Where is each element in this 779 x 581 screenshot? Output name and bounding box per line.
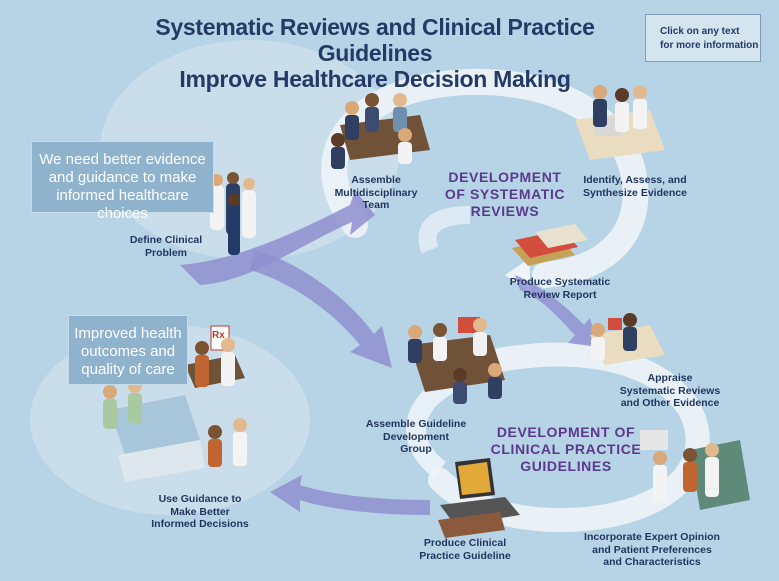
step-produce-cpg-line-2: Practice Guideline bbox=[419, 549, 511, 562]
step-incorporate-line-2: and Patient Preferences bbox=[592, 543, 712, 556]
guideline-laptop-figure bbox=[438, 458, 520, 538]
purple-flow-back bbox=[270, 475, 430, 515]
team-meeting-figure bbox=[331, 93, 430, 169]
phase-systematic-reviews[interactable]: DEVELOPMENT OF SYSTEMATIC REVIEWS bbox=[440, 169, 570, 220]
step-report-line-1: Produce Systematic bbox=[509, 276, 611, 288]
title-line-2: Improve Healthcare Decision Making bbox=[179, 66, 571, 92]
hospital-bed-figure bbox=[103, 379, 205, 482]
step-produce-sr-report[interactable]: Produce Systematic Review Report bbox=[494, 276, 626, 301]
need-quote-line-2: and guidance to make bbox=[48, 169, 197, 186]
step-use-line-2: Make Better bbox=[170, 505, 230, 518]
evidence-desk-figure bbox=[575, 85, 665, 160]
step-define-line-1: Define Clinical bbox=[129, 234, 203, 246]
step-assemble-guideline-group[interactable]: Assemble Guideline Development Group bbox=[360, 418, 472, 456]
step-appraise-line-2: Systematic Reviews bbox=[619, 384, 721, 397]
phase-sr-line-3: REVIEWS bbox=[470, 203, 540, 219]
rx-symbol: Rx bbox=[212, 330, 225, 341]
purple-flow-right bbox=[515, 275, 598, 347]
step-produce-cpg-line-1: Produce Clinical bbox=[423, 537, 507, 549]
page-title: Systematic Reviews and Clinical Practice… bbox=[110, 14, 640, 92]
phase-sr-line-2: OF SYSTEMATIC bbox=[444, 186, 566, 202]
guideline-group-figure bbox=[408, 317, 505, 404]
step-appraise-evidence[interactable]: Appraise Systematic Reviews and Other Ev… bbox=[610, 372, 730, 410]
appraise-desk-figure bbox=[590, 313, 665, 365]
step-report-line-2: Review Report bbox=[523, 288, 597, 301]
step-group-line-3: Group bbox=[400, 443, 432, 455]
purple-flow-arrow bbox=[180, 190, 375, 285]
step-incorporate-line-3: and Characteristics bbox=[603, 556, 701, 568]
need-quote-line-1: We need better evidence bbox=[39, 151, 206, 168]
outcome-quote-line-1: Improved health bbox=[74, 325, 182, 342]
purple-flow-down bbox=[250, 250, 392, 368]
step-appraise-line-1: Appraise bbox=[647, 372, 693, 384]
phase-cpg-line-3: GUIDELINES bbox=[520, 458, 612, 474]
step-use-line-1: Use Guidance to bbox=[158, 493, 242, 505]
outcome-quote-line-3: quality of care bbox=[81, 361, 175, 378]
phase-cpg-line-1: DEVELOPMENT OF bbox=[496, 424, 636, 440]
step-appraise-line-3: and Other Evidence bbox=[620, 397, 720, 409]
step-incorporate-expert-opinion[interactable]: Incorporate Expert Opinion and Patient P… bbox=[572, 531, 732, 569]
step-identify-line-1: Identify, Assess, and bbox=[583, 174, 687, 186]
need-quote-box: We need better evidence and guidance to … bbox=[31, 141, 214, 222]
step-group-line-2: Development bbox=[383, 430, 449, 443]
step-incorporate-line-1: Incorporate Expert Opinion bbox=[584, 531, 720, 543]
step-identify-evidence[interactable]: Identify, Assess, and Synthesize Evidenc… bbox=[570, 174, 700, 199]
phase-cpg-line-2: CLINICAL PRACTICE bbox=[490, 441, 642, 457]
step-identify-line-2: Synthesize Evidence bbox=[583, 186, 687, 199]
step-use-guidance[interactable]: Use Guidance to Make Better Informed Dec… bbox=[140, 493, 260, 531]
info-note: Click on any text for more information bbox=[645, 14, 761, 62]
report-books-figure bbox=[512, 224, 588, 266]
step-define-line-2: Problem bbox=[144, 246, 187, 259]
exam-room-figure bbox=[640, 430, 750, 510]
step-use-line-3: Informed Decisions bbox=[151, 518, 249, 530]
step-team-line-1: Assemble bbox=[351, 174, 401, 186]
step-define-clinical-problem[interactable]: Define Clinical Problem bbox=[118, 234, 214, 259]
outcome-quote-line-2: outcomes and bbox=[80, 343, 176, 360]
step-produce-guideline[interactable]: Produce Clinical Practice Guideline bbox=[410, 537, 520, 562]
note-line-2: for more information bbox=[660, 40, 759, 51]
sr-inner-arc bbox=[418, 206, 471, 254]
note-line-1: Click on any text bbox=[660, 26, 740, 37]
consultation-figure bbox=[185, 325, 247, 467]
step-assemble-team[interactable]: Assemble Multidisciplinary Team bbox=[326, 174, 426, 212]
title-line-1: Systematic Reviews and Clinical Practice… bbox=[155, 14, 595, 66]
step-group-line-1: Assemble Guideline bbox=[365, 418, 467, 430]
step-team-line-3: Team bbox=[362, 199, 390, 211]
step-team-line-2: Multidisciplinary bbox=[334, 186, 418, 199]
need-quote-line-3: informed healthcare choices bbox=[56, 187, 189, 222]
outcome-quote-box: Improved health outcomes and quality of … bbox=[68, 315, 188, 385]
phase-sr-line-1: DEVELOPMENT bbox=[448, 169, 562, 185]
phase-clinical-guidelines[interactable]: DEVELOPMENT OF CLINICAL PRACTICE GUIDELI… bbox=[482, 424, 650, 475]
